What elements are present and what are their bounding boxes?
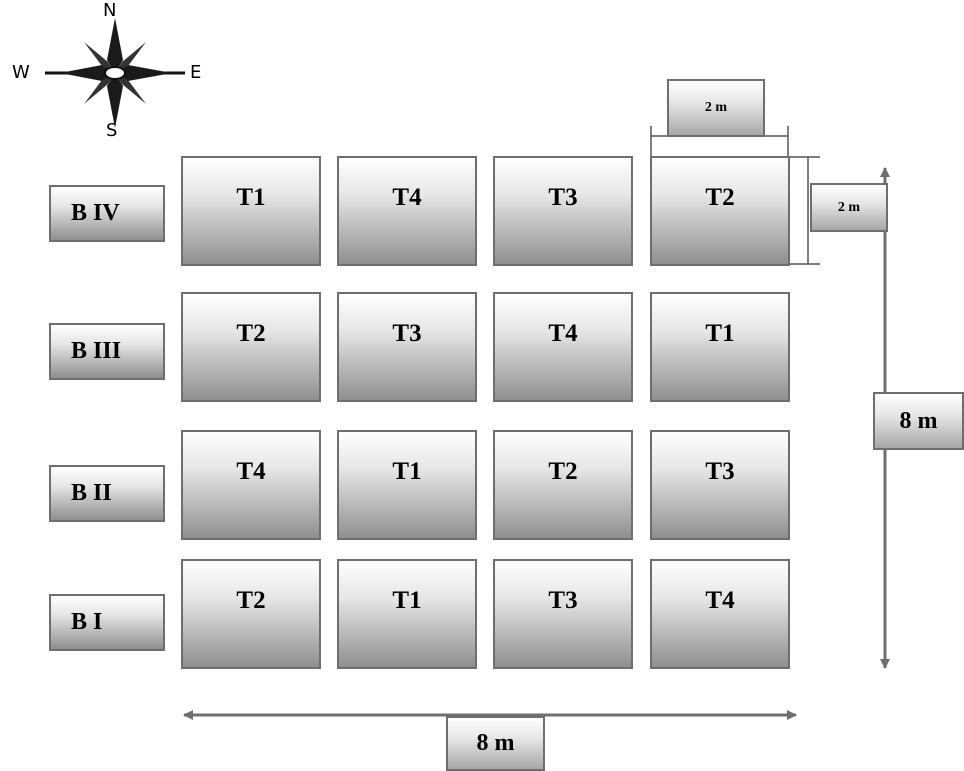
plot-b1-2: T1 bbox=[337, 559, 477, 669]
plot-length-bracket bbox=[788, 156, 820, 265]
plot-width-label: 2 m bbox=[667, 79, 765, 137]
plot-b4-3: T3 bbox=[493, 156, 633, 266]
block-label-b2: B II bbox=[49, 465, 165, 522]
plot-b4-2: T4 bbox=[337, 156, 477, 266]
plot-b3-1: T2 bbox=[181, 292, 321, 402]
plot-b1-4: T4 bbox=[650, 559, 790, 669]
plot-length-label: 2 m bbox=[810, 183, 888, 232]
plot-b1-3: T3 bbox=[493, 559, 633, 669]
plot-b2-2: T1 bbox=[337, 430, 477, 540]
plot-b1-1: T2 bbox=[181, 559, 321, 669]
compass-east-label: E bbox=[190, 62, 202, 83]
field-height-label: 8 m bbox=[873, 392, 964, 450]
compass-north-label: N bbox=[103, 0, 117, 21]
plot-b3-3: T4 bbox=[493, 292, 633, 402]
plot-b4-4: T2 bbox=[650, 156, 790, 266]
field-width-label: 8 m bbox=[446, 716, 545, 771]
plot-b2-1: T4 bbox=[181, 430, 321, 540]
plot-b4-1: T1 bbox=[181, 156, 321, 266]
compass-rose-icon bbox=[45, 18, 185, 128]
compass-west-label: W bbox=[12, 62, 30, 83]
block-label-b4: B IV bbox=[49, 185, 165, 242]
plot-b2-3: T2 bbox=[493, 430, 633, 540]
block-label-b1: B I bbox=[49, 594, 165, 651]
plot-b3-4: T1 bbox=[650, 292, 790, 402]
block-label-b3: B III bbox=[49, 323, 165, 380]
plot-b2-4: T3 bbox=[650, 430, 790, 540]
plot-b3-2: T3 bbox=[337, 292, 477, 402]
compass-south-label: S bbox=[106, 120, 118, 141]
